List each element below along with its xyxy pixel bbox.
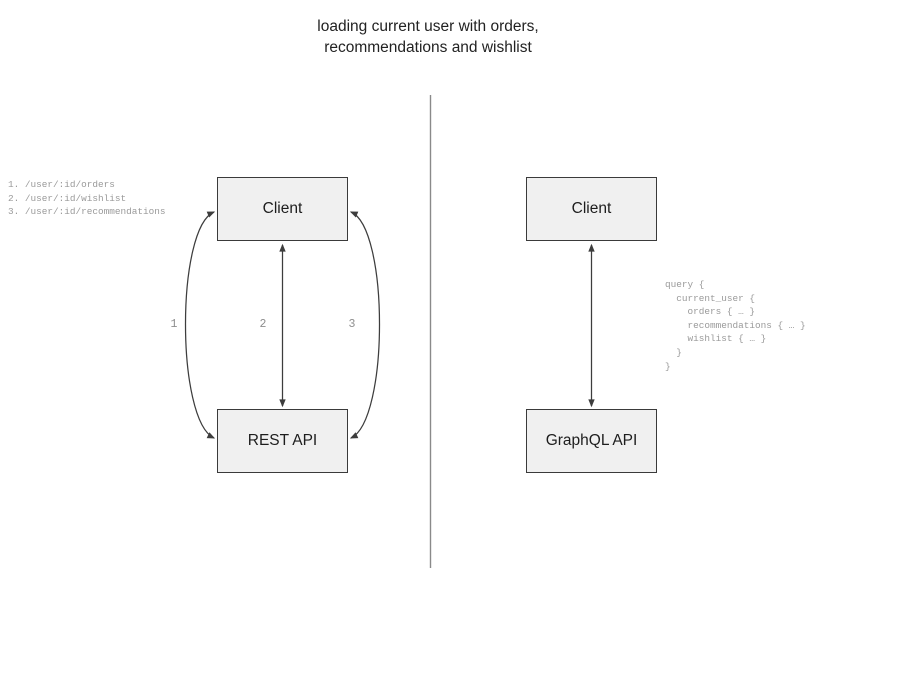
node-graphql-api-label: GraphQL API (545, 432, 638, 449)
node-rest-client-label: Client (262, 200, 303, 217)
rest-edge-3 (349, 211, 381, 439)
rest-edge-label-1: 1 (170, 318, 178, 331)
rest-edge-1 (184, 211, 216, 439)
node-rest-api[interactable]: REST API (217, 409, 348, 473)
node-rest-api-label: REST API (247, 432, 318, 449)
node-rest-client[interactable]: Client (217, 177, 348, 241)
rest-endpoint-list: 1. /user/:id/orders 2. /user/:id/wishlis… (8, 179, 166, 218)
node-graphql-client-label: Client (571, 200, 612, 217)
rest-edge-label-2: 2 (259, 318, 267, 331)
node-graphql-api[interactable]: GraphQL API (526, 409, 657, 473)
node-graphql-client[interactable]: Client (526, 177, 657, 241)
page-title: loading current user with orders, recomm… (317, 18, 539, 56)
graphql-query-block: query { current_user { orders { … } reco… (665, 279, 806, 372)
rest-edge-label-3: 3 (348, 318, 356, 331)
